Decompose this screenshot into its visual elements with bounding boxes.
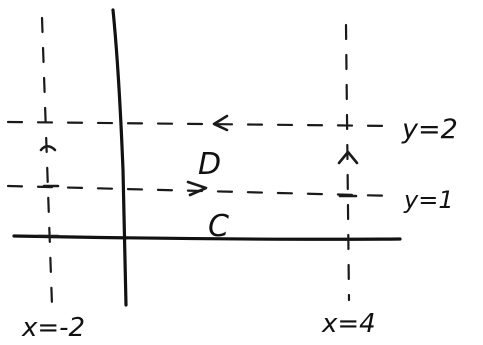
arrow-right-bottom-side — [186, 180, 208, 197]
arrow-up-left-side — [39, 144, 57, 152]
line-x-minus-2 — [40, 16, 54, 307]
line-x-4 — [344, 23, 351, 302]
left-line-label: x=-2 — [21, 313, 85, 343]
arrow-left-top-side — [212, 114, 229, 132]
upper-line-label: y=2 — [401, 114, 458, 145]
line-y-2 — [6, 120, 397, 128]
lower-line-label: y=1 — [403, 186, 454, 214]
curve-label: C — [208, 209, 229, 244]
right-line-label: x=4 — [321, 309, 376, 339]
arrow-up-right-side — [337, 150, 359, 165]
x-axis — [12, 234, 402, 241]
y-axis — [111, 8, 128, 307]
region-label: D — [198, 147, 221, 182]
